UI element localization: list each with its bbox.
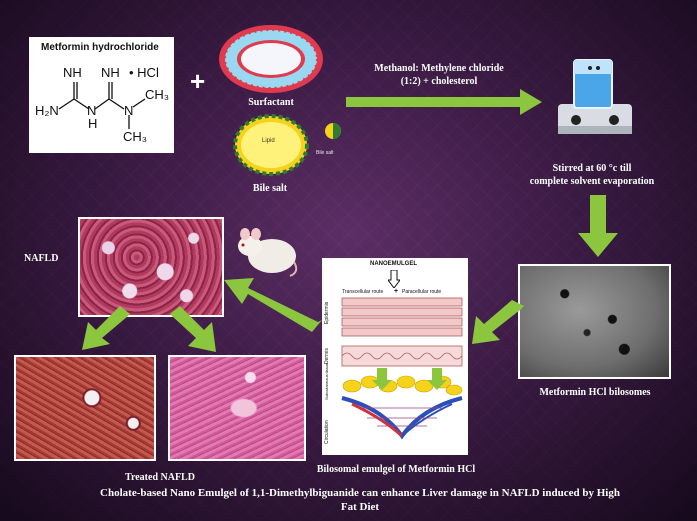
surfactant-label: Surfactant [248, 97, 294, 108]
arrow-to-emulgel [472, 300, 524, 344]
emulgel-label: Bilosomal emulgel of Metformin HCl [316, 464, 476, 475]
metformin-structure-panel: Metformin hydrochloride NH NH • HCl H₂N … [29, 37, 174, 153]
h2n-label: H₂N [35, 103, 59, 118]
route-plus: + [394, 288, 399, 295]
epidermis-label: Epidermis [324, 301, 330, 324]
lipid-label: Lipid [262, 138, 275, 144]
ch3-top-label: CH₃ [145, 87, 169, 102]
magnetic-stirrer-icon [558, 59, 632, 134]
nh-left-label: NH [63, 65, 82, 80]
mouse-icon [238, 228, 298, 277]
footer-line2: Fat Diet [340, 501, 380, 513]
bile-salt-molecule-icon [325, 123, 341, 139]
nh-h-label: H [88, 116, 97, 131]
metformin-structure-drawing: NH NH • HCl H₂N N H N CH₃ CH₃ [35, 65, 169, 144]
bile-salt-vesicle-icon [233, 114, 309, 176]
arrow-to-treated-right [170, 306, 216, 352]
plus-sign: + [190, 66, 206, 96]
bilosomes-label: Metformin HCl bilosomes [539, 387, 651, 398]
compound-name: Metformin hydrochloride [41, 42, 159, 53]
nanoemulgel-label: NANOEMULGEL [370, 261, 417, 267]
hcl-label: • HCl [129, 65, 159, 80]
stirred-label-line1: Stirred at 60 °c till [552, 163, 632, 174]
nafld-label: NAFLD [24, 253, 59, 264]
bile-salt-label: Bile salt [252, 183, 288, 194]
treated-nafld-label: Treated NAFLD [125, 472, 195, 483]
subcutaneous-label: Subcutaneous tissue [324, 362, 329, 400]
circulation-label: Circulation [324, 420, 330, 444]
treated-histology-image-1 [14, 355, 156, 461]
solvent-label-line2: (1:2) + cholesterol [400, 76, 478, 87]
arrow-to-stirrer [346, 89, 542, 115]
paracellular-label: Paracellular route [402, 289, 442, 295]
nh-right-label: NH [101, 65, 120, 80]
ch3-bottom-label: CH₃ [123, 129, 147, 144]
skin-layers-drawing [341, 297, 463, 440]
bilosomes-tem-image [518, 264, 671, 379]
arrow-to-nafld [224, 278, 322, 332]
n-dimethyl-label: N [124, 103, 133, 118]
surfactant-vesicle-icon [219, 25, 323, 93]
treated-histology-image-2 [168, 355, 306, 461]
stirred-label-line2: complete solvent evaporation [529, 176, 655, 187]
dermis-label: Dermis [324, 348, 330, 364]
skin-permeation-panel: NANOEMULGEL Transcellular route + Parace… [322, 258, 468, 455]
down-arrow-icon [388, 270, 400, 288]
footer-line1: Cholate-based Nano Emulgel of 1,1-Dimeth… [100, 487, 620, 499]
arrow-to-treated-left [82, 306, 130, 350]
nafld-histology-image [78, 217, 224, 317]
nh-n-label: N [87, 103, 96, 118]
arrow-to-bilosomes [578, 195, 618, 257]
transcellular-label: Transcellular route [342, 289, 384, 295]
bile-molecule-label: Bile salt [316, 150, 334, 156]
solvent-label-line1: Methanol: Methylene chloride [374, 63, 504, 74]
